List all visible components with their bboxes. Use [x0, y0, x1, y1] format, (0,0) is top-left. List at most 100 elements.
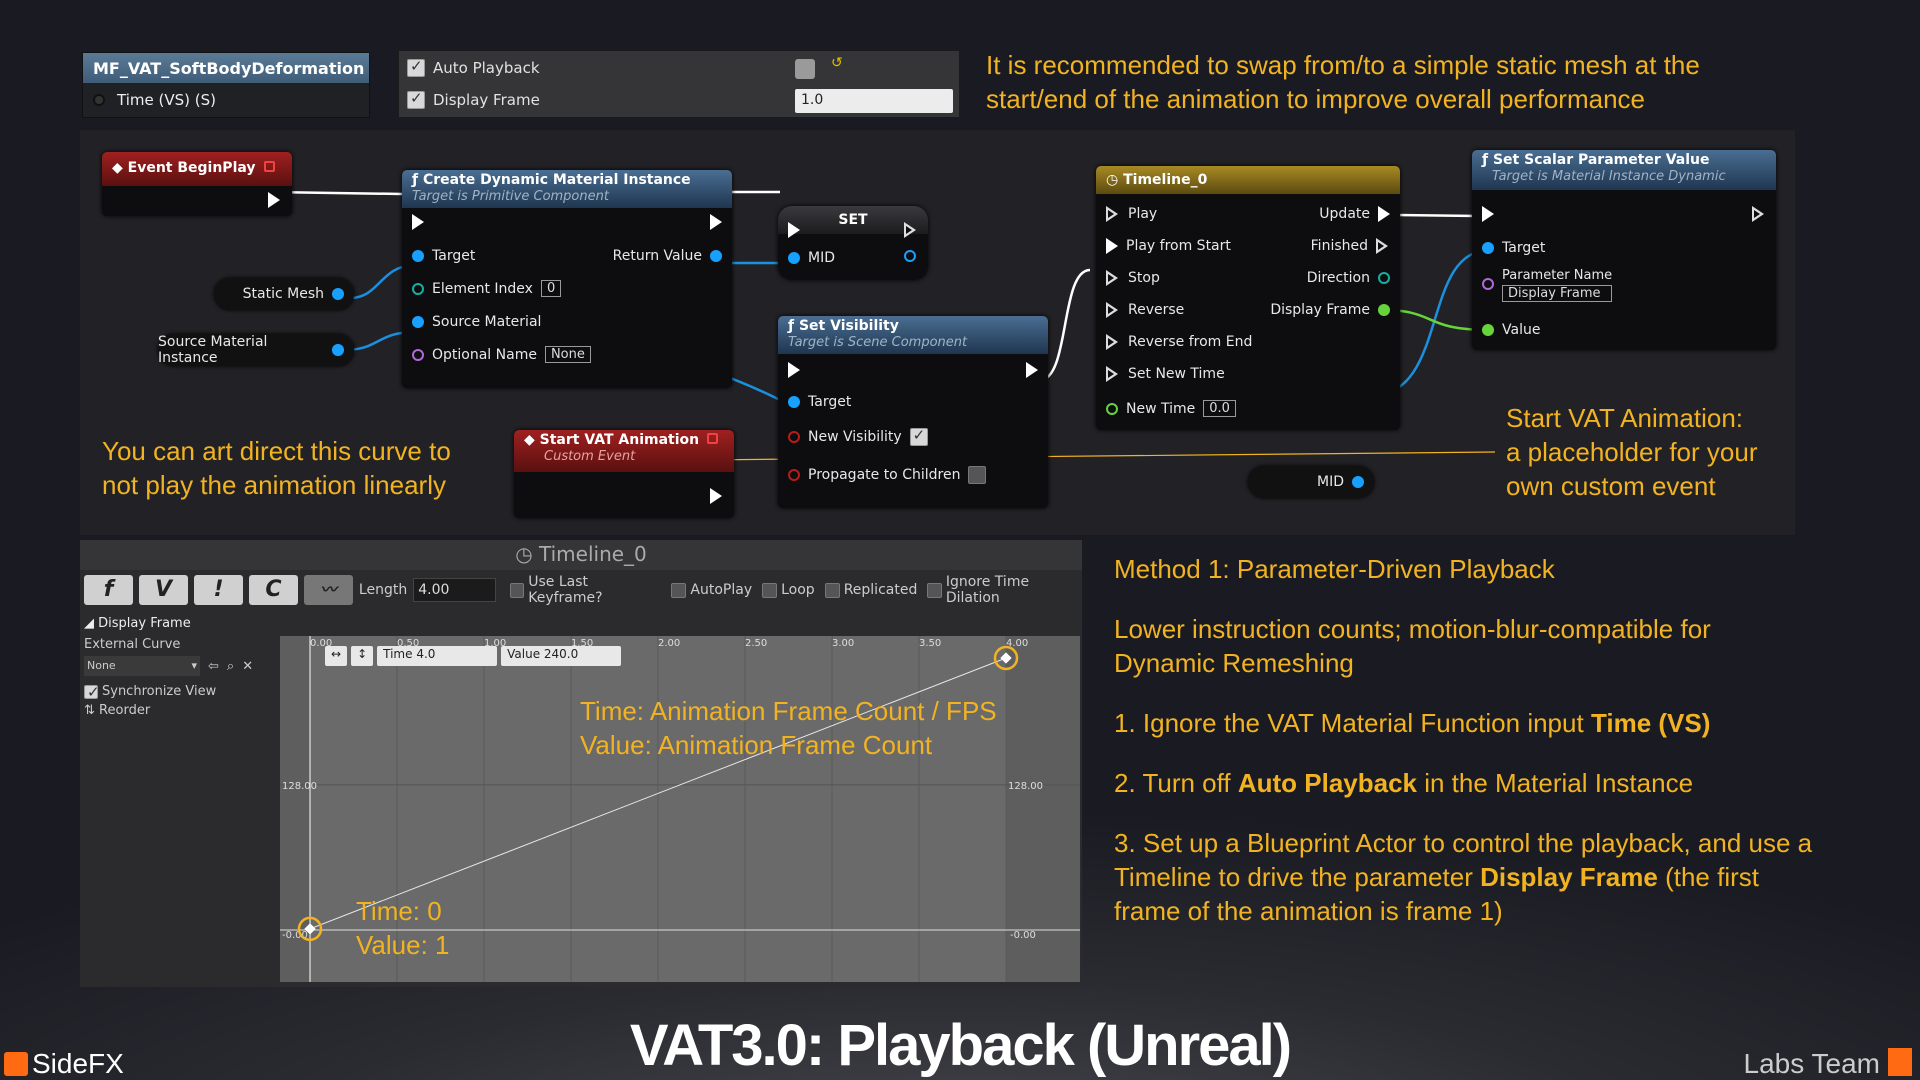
value-pin[interactable]: Value	[1482, 322, 1540, 338]
exec-out-pin[interactable]	[710, 488, 722, 504]
key-time-field[interactable]: Time 4.0	[377, 646, 498, 666]
timeline-input-pin[interactable]: Set New Time	[1106, 366, 1225, 382]
option-label: Use Last Keyframe?	[528, 574, 603, 606]
mid-in-pin[interactable]: MID	[788, 250, 835, 266]
direction-pin[interactable]: Direction	[1307, 270, 1390, 286]
key-value-field[interactable]: Value 240.0	[501, 646, 622, 666]
synchronize-view-row[interactable]: Synchronize View	[80, 678, 280, 701]
time-input-row[interactable]: Time (VS) (S)	[83, 83, 369, 117]
exec-out-pin[interactable]	[710, 214, 722, 230]
display-frame-row[interactable]: Display Frame	[407, 89, 540, 109]
optional-name-input[interactable]: None	[544, 346, 591, 363]
exec-pin-outline-icon	[1106, 206, 1120, 222]
set-mid-node[interactable]: SET MID	[778, 206, 928, 280]
option-checkbox[interactable]	[824, 582, 840, 598]
back-arrow-icon[interactable]: ⇦	[208, 658, 219, 674]
auto-playback-checkbox[interactable]	[407, 57, 425, 77]
add-color-track-button[interactable]: C	[248, 575, 298, 605]
timeline-option[interactable]: AutoPlay	[671, 574, 752, 606]
timeline-option[interactable]: Ignore Time Dilation	[927, 574, 1082, 606]
timeline-input-pin[interactable]: Play	[1106, 206, 1157, 222]
note-custom-event: Start VAT Animation: a placeholder for y…	[1506, 401, 1757, 503]
event-beginplay-node[interactable]: ◆ Event BeginPlay	[102, 152, 292, 216]
propagate-checkbox[interactable]	[968, 466, 987, 484]
synchronize-view-checkbox[interactable]	[84, 683, 100, 701]
track-header[interactable]: ◢ Display Frame	[84, 616, 191, 631]
timeline-option[interactable]: Use Last Keyframe?	[509, 574, 662, 606]
timeline-input-pin[interactable]: Reverse from End	[1106, 334, 1252, 350]
new-visibility-checkbox[interactable]	[909, 426, 928, 446]
step-1: 1. Ignore the VAT Material Function inpu…	[1114, 706, 1814, 740]
exec-out-pin[interactable]	[1026, 362, 1038, 378]
add-event-track-button[interactable]: !	[193, 575, 243, 605]
propagate-pin[interactable]: Propagate to Children	[788, 466, 987, 484]
display-frame-pin[interactable]: Display Frame	[1270, 302, 1390, 318]
new-time-input[interactable]: 0.0	[1203, 400, 1236, 417]
exec-out-pin[interactable]	[1752, 206, 1766, 222]
fit-vertical-icon[interactable]: ↕	[351, 646, 374, 666]
timeline-input-pin[interactable]: Stop	[1106, 270, 1160, 286]
reset-arrow-icon[interactable]: ↺	[831, 55, 843, 71]
target-pin[interactable]: Target	[412, 248, 475, 264]
set-scalar-title: Set Scalar Parameter Value	[1492, 152, 1710, 168]
auto-playback-value-checkbox[interactable]	[795, 59, 815, 79]
timeline-input-pin[interactable]: Play from Start	[1106, 238, 1231, 254]
mid-variable[interactable]: MID	[1248, 466, 1374, 498]
delegate-pin-icon[interactable]	[707, 433, 719, 444]
update-pin[interactable]: Update	[1319, 206, 1390, 222]
option-checkbox[interactable]	[762, 582, 778, 598]
timeline-option[interactable]: Loop	[762, 574, 815, 606]
exec-out-pin[interactable]	[268, 192, 280, 208]
exec-out-pin[interactable]	[904, 222, 918, 238]
timeline-input-pin[interactable]: Reverse	[1106, 302, 1184, 318]
option-checkbox[interactable]	[927, 582, 942, 598]
exec-in-pin[interactable]	[412, 214, 424, 230]
reorder-row[interactable]: ⇅ Reorder	[80, 701, 280, 720]
target-pin[interactable]: Target	[788, 394, 851, 410]
source-material-instance-variable[interactable]: Source Material Instance	[158, 334, 354, 366]
exec-in-pin[interactable]	[1482, 206, 1494, 222]
add-vector-track-button[interactable]: V	[138, 575, 188, 605]
auto-playback-row[interactable]: Auto Playback	[407, 57, 540, 77]
finished-pin[interactable]: Finished	[1311, 238, 1390, 254]
exec-pin-icon	[1106, 238, 1118, 254]
y-tick-label: 128.00	[282, 781, 317, 792]
option-checkbox[interactable]	[509, 582, 525, 598]
display-frame-input[interactable]: 1.0	[795, 89, 953, 113]
external-curve-dropdown[interactable]: None▾	[84, 656, 200, 676]
mid-out-pin[interactable]	[904, 250, 916, 262]
add-float-track-button[interactable]: f	[84, 575, 133, 605]
return-value-pin[interactable]: Return Value	[613, 248, 722, 264]
exec-pin-icon	[710, 488, 722, 504]
source-material-pin[interactable]: Source Material	[412, 314, 541, 330]
exec-in-pin[interactable]	[788, 222, 800, 238]
length-input[interactable]: 4.00	[413, 578, 496, 602]
timeline-editor[interactable]: ◷ Timeline_0 f V ! C 〰 Length 4.00 Use L…	[80, 540, 1082, 987]
fit-horizontal-icon[interactable]: ↔	[325, 646, 348, 666]
element-index-input[interactable]: 0	[540, 280, 562, 297]
delegate-pin-icon[interactable]	[263, 161, 275, 172]
display-frame-checkbox[interactable]	[407, 89, 425, 109]
new-visibility-pin[interactable]: New Visibility	[788, 426, 928, 446]
static-mesh-variable[interactable]: Static Mesh	[214, 278, 354, 310]
blueprint-graph[interactable]: ◆ Event BeginPlay Static Mesh Source Mat…	[80, 130, 1795, 535]
parameter-name-input[interactable]: Display Frame	[1502, 285, 1613, 302]
add-curve-asset-button[interactable]: 〰	[303, 575, 353, 605]
close-icon[interactable]: ✕	[242, 658, 254, 674]
option-checkbox[interactable]	[671, 582, 687, 598]
exec-in-pin[interactable]	[788, 362, 800, 378]
search-icon[interactable]: ⌕	[226, 658, 235, 674]
timeline-option[interactable]: Replicated	[824, 574, 917, 606]
target-pin[interactable]: Target	[1482, 240, 1545, 256]
